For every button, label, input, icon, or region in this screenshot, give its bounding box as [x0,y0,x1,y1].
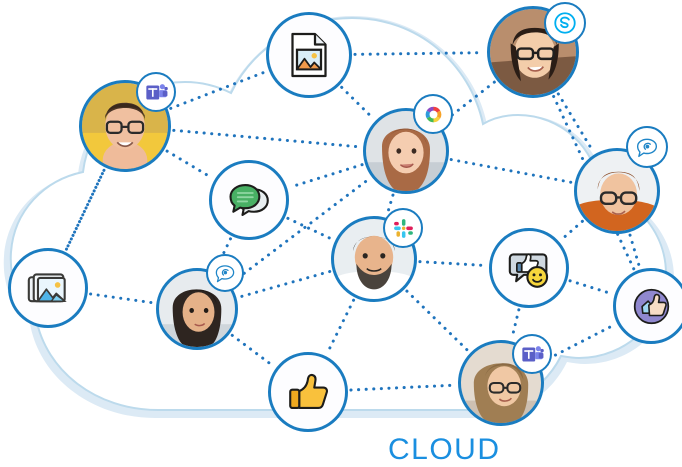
connection-line [418,260,488,268]
person-avatar-chat-left[interactable] [156,254,244,350]
connection-line [552,94,636,271]
cloud-caption: CLOUD [388,433,501,466]
person-avatar-teams-2[interactable] [458,334,552,426]
image-document-icon [285,31,333,79]
color-ring-icon-glyph [421,102,446,127]
person-avatar-skype[interactable] [487,2,586,98]
connection-line [286,216,334,241]
connection-line [559,219,584,242]
person-avatar-teams[interactable] [79,72,176,172]
skype-icon-glyph [552,10,578,36]
photo-gallery-icon [26,266,71,311]
skype-icon[interactable] [544,2,586,44]
chat-bubble-icon-glyph [213,261,237,285]
connection-line [340,85,375,121]
green-chat-bubbles-icon[interactable] [209,160,289,240]
person-avatar-colorring[interactable] [363,94,453,194]
connection-line [353,51,486,56]
connection-line [349,383,457,392]
connection-line [165,149,214,180]
slack-icon[interactable] [383,208,423,248]
person-avatar-slack[interactable] [331,208,423,302]
connection-line [288,163,364,189]
connection-line [510,308,521,340]
like-and-smiley-icon [507,246,552,291]
connection-line [628,233,641,269]
like-and-smiley-icon[interactable] [489,228,569,308]
connection-line [230,333,276,368]
microsoft-teams-icon[interactable] [512,334,552,374]
person-avatar-teams-photo [82,83,168,169]
connection-line [230,177,371,284]
slack-icon-glyph [391,216,416,241]
person-avatar-chat-right[interactable] [574,126,668,234]
color-ring-icon[interactable] [413,94,453,134]
microsoft-teams-icon-glyph [144,80,169,105]
person-avatar-colorring-photo [366,111,446,191]
connection-line [89,292,155,305]
photo-gallery-icon[interactable] [8,248,88,328]
yellow-thumbs-up-icon [286,370,331,415]
connection-line [169,70,268,110]
connection-line [568,279,614,296]
chat-bubble-icon[interactable] [626,126,668,168]
purple-thumbs-up-icon [630,285,673,328]
connection-line [172,128,362,149]
connection-line [449,158,574,184]
chat-bubble-icon-glyph [634,134,660,160]
connection-line [237,270,332,299]
connection-line [405,289,470,353]
connection-line [556,92,595,154]
yellow-thumbs-up-icon[interactable] [268,352,348,432]
connection-line [540,323,617,364]
connection-line [325,298,356,355]
connection-line [64,168,106,251]
microsoft-teams-icon-glyph [520,342,545,367]
chat-bubble-icon[interactable] [206,254,244,292]
purple-thumbs-up-icon[interactable] [613,268,682,344]
image-document-icon[interactable] [266,12,352,98]
microsoft-teams-icon[interactable] [136,72,176,112]
green-chat-bubbles-icon [227,178,272,223]
connection-line [64,168,106,251]
